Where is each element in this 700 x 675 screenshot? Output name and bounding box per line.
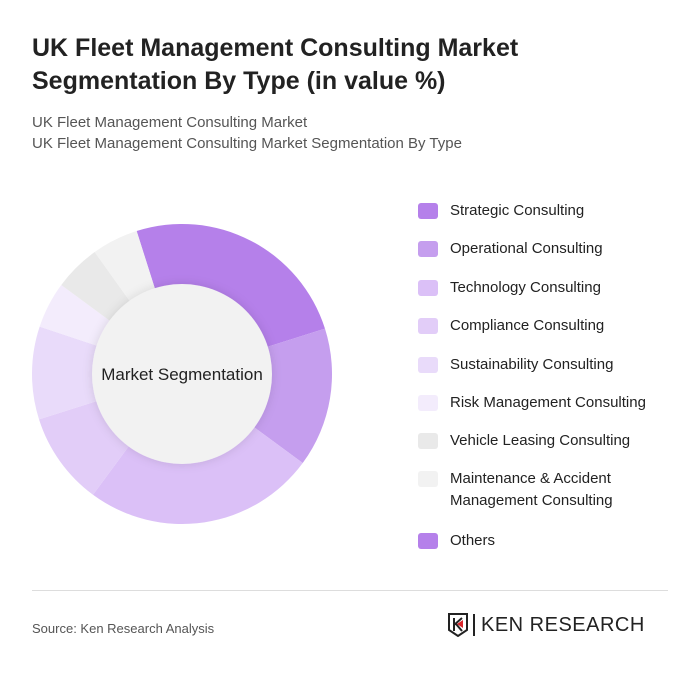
subtitle-market: UK Fleet Management Consulting Market xyxy=(32,114,308,131)
source-note: Source: Ken Research Analysis xyxy=(32,621,215,636)
legend-label: Compliance Consulting xyxy=(450,317,605,334)
legend-item: Sustainability Consulting xyxy=(418,354,665,376)
slice-maintenance-accident-management-consulting xyxy=(94,231,158,309)
slice-risk-management-consulting xyxy=(39,284,118,349)
legend-item: Maintenance & Accident Management Consul… xyxy=(418,468,665,512)
legend-label: Others xyxy=(450,532,496,549)
legend-swatch xyxy=(418,433,438,449)
legend-label: Risk Management Consulting xyxy=(450,394,646,411)
slice-strategic-consulting xyxy=(136,224,325,350)
legend-item: Risk Management Consulting xyxy=(418,392,665,414)
legend-swatch xyxy=(418,533,438,549)
legend-swatch xyxy=(418,471,438,487)
chart-title: UK Fleet Management Consulting Market Se… xyxy=(32,34,519,95)
logo-divider xyxy=(473,614,475,636)
donut-chart: Market Segmentation xyxy=(31,224,332,524)
legend-swatch xyxy=(418,357,438,373)
legend-swatch xyxy=(418,203,438,219)
legend-swatch xyxy=(418,318,438,334)
slice-vehicle-leasing-consulting xyxy=(61,252,136,327)
legend-item: Compliance Consulting xyxy=(418,315,665,337)
legend-item: Strategic Consulting xyxy=(418,200,665,222)
slice-sustainability-consulting xyxy=(31,326,107,420)
legend-label: Strategic Consulting xyxy=(450,202,585,219)
legend-label: Sustainability Consulting xyxy=(450,356,614,373)
legend-swatch xyxy=(418,280,438,296)
legend-swatch xyxy=(418,395,438,411)
subtitle-segmentation: UK Fleet Management Consulting Market Se… xyxy=(32,135,462,152)
donut-center xyxy=(92,284,272,464)
legend-item: Others xyxy=(418,530,665,552)
legend-label: Operational Consulting xyxy=(450,240,603,257)
legend-swatch xyxy=(418,241,438,257)
legend-label: Maintenance & Accident Management Consul… xyxy=(450,470,613,509)
legend-item: Operational Consulting xyxy=(418,238,665,260)
legend-label: Technology Consulting xyxy=(450,279,601,296)
divider xyxy=(32,590,668,591)
ken-logo-icon xyxy=(448,613,468,637)
center-label: Market Segmentation xyxy=(101,365,263,384)
legend-label: Vehicle Leasing Consulting xyxy=(450,432,631,449)
logo-text: KEN RESEARCH xyxy=(481,613,645,636)
ken-research-logo: KEN RESEARCH xyxy=(448,613,645,637)
legend-item: Vehicle Leasing Consulting xyxy=(418,430,665,452)
legend-item: Technology Consulting xyxy=(418,277,665,299)
